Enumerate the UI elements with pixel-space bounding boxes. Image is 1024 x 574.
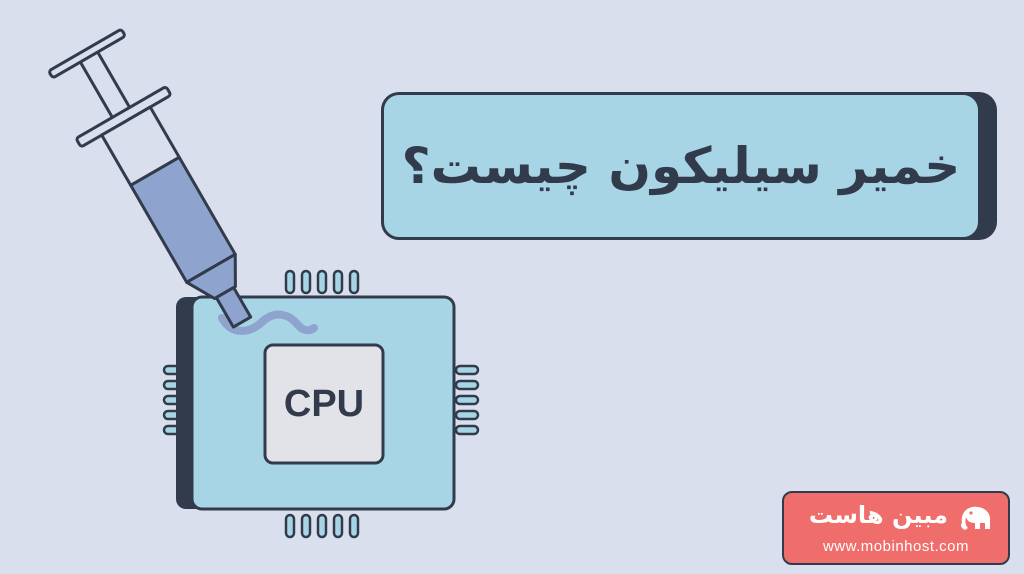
title-card: خمیر سیلیکون چیست؟ (381, 92, 981, 240)
cpu-pins-right (454, 364, 480, 436)
syringe-icon (48, 28, 253, 329)
cpu-label: CPU (283, 382, 365, 425)
page-title: خمیر سیلیکون چیست؟ (401, 137, 961, 195)
cpu-pins-top (284, 269, 360, 295)
brand-name: مبین هاست (808, 501, 948, 529)
brand-url: www.mobinhost.com (822, 538, 970, 555)
cpu-pins-bottom (284, 513, 360, 539)
thermal-paste-squiggle (218, 310, 318, 335)
brand-logo-badge[interactable]: مبین هاست www.mobinhost.com (782, 491, 1010, 565)
cpu-chip (162, 269, 480, 539)
elephant-icon (961, 506, 991, 530)
